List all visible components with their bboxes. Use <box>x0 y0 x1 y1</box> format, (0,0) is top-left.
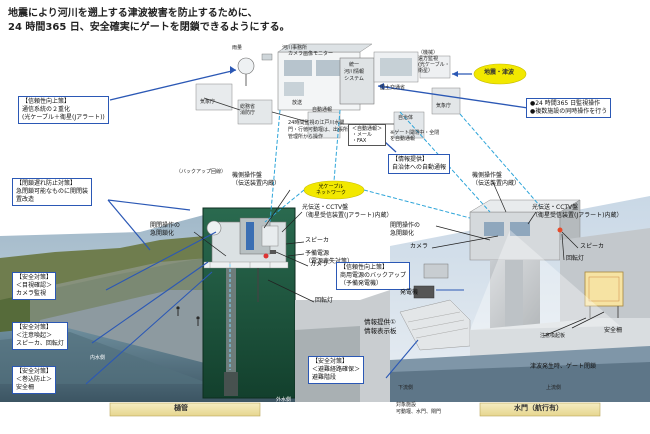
left-pointer-lines <box>85 189 315 385</box>
generator-label: 発電機 <box>400 289 419 296</box>
auto-report-box: ＜自動通報＞・メール・FAX <box>348 124 387 146</box>
inner-side-label: 内水側 <box>90 355 106 361</box>
target-facility-label: 対象施設可動堰、水門、閘門 <box>396 402 442 415</box>
notify-text: 24時間監視の江戸川水閘門・行徳可動堰は、出張所の管理所から操作 <box>288 120 354 140</box>
right-pointer-lines <box>385 179 605 379</box>
kisho-top-label: 気象庁 <box>436 103 452 109</box>
caution-board-label: 注意喚起板 <box>540 333 566 339</box>
right-rotlight-label: 回転灯 <box>566 255 585 262</box>
radar-label: 雨量 <box>232 45 243 51</box>
left-camera-label: カメラ <box>310 261 329 268</box>
left-quickclose-label: 開閉操作の急開鎖化 <box>150 222 181 237</box>
tsunami-label: 地震・津波 <box>484 69 515 76</box>
info-provision-box: 【情報提供】自治体への自動通報 <box>388 154 451 174</box>
jichitai-label: 自治体 <box>398 115 414 121</box>
tsunami-note-label: 津波発生時、ゲート閉鎖 <box>530 363 597 370</box>
outer-side-label: 外水側 <box>276 397 292 403</box>
office-label: 河川事務所 <box>282 45 308 51</box>
right-title: 水門（航行有） <box>514 404 563 412</box>
left-title: 樋管 <box>174 404 188 412</box>
safety-fence-box: 【安全対策】＜巻込防止＞安全柵 <box>12 366 57 394</box>
right-speaker-label: スピーカ <box>580 243 605 250</box>
safety-speaker-box: 【安全対策】＜注意喚起＞スピーカ、回転灯 <box>12 322 68 350</box>
evacuation-box: 【安全対策】＜避難経路確保＞避難階段 <box>308 356 365 384</box>
backup-line-label: （バックアップ回線） <box>176 169 227 175</box>
left-panel-label: 機側操作盤（伝送装置内蔵） <box>232 172 281 187</box>
right-camera-label: カメラ <box>410 243 429 250</box>
reliability-box: 【信頼性向上策】通信系統の２重化(光ケーブル＋衛星(Jアラート)) <box>18 96 109 124</box>
shobo-label: 総務省消防庁 <box>240 104 256 116</box>
system-label: 統一河川情報システム <box>344 62 365 82</box>
downstream-label: 下流側 <box>398 385 414 391</box>
kisho-left-label: 気象庁 <box>200 99 216 105</box>
network-diagram <box>107 43 541 251</box>
left-speaker-label: スピーカ <box>305 237 330 244</box>
safety-camera-box: 【安全対策】＜目視確認＞カメラ監視 <box>12 272 57 300</box>
header-line-1: 地震により河川を遡上する津波被害を防止するために、 <box>8 8 258 19</box>
kokudo-label: 国土交通省 <box>380 85 406 91</box>
broadcast-label: 放送 <box>292 100 303 106</box>
upstream-label: 上流側 <box>546 385 562 391</box>
power-backup-box: 【信頼性向上策】商用電源のバックアップ（予備発電機） <box>336 262 411 290</box>
right-quickclose-label: 開閉操作の急開鎖化 <box>390 222 421 237</box>
right-hikari-label: 光伝送・CCTV盤（衛星受信装置(Jアラート)内蔵） <box>532 204 623 219</box>
remote-label: （機械）遠方監視(光ケーブル・衛星） <box>418 50 450 74</box>
monitor-label: カメラ画像モニター <box>288 51 334 57</box>
header-line-2: 24 時間365 日、安全確実にゲートを閉鎖できるようにする。 <box>8 22 290 33</box>
safety-fence-label: 安全柵 <box>604 327 623 334</box>
monitoring-box: ●24 時間365 日監視操作●複数施設の同時操作を行う <box>526 98 612 118</box>
delay-prevention-box: 【閉鎖遅れ防止対策】急閉鎖可能なものに開閉装置改造 <box>12 178 93 206</box>
right-panel-label: 機側操作盤（伝送装置内蔵） <box>472 172 521 187</box>
left-scene <box>0 207 390 417</box>
jidou-label: 自動通報 <box>312 107 333 113</box>
jichitai-note: ※ゲート開閉中・全閉を自動通報 <box>390 130 440 142</box>
left-power-label: 予備電源（電源喪失対策） <box>305 250 354 265</box>
left-rotlight-label: 回転灯 <box>315 297 334 304</box>
right-scene <box>390 196 650 417</box>
left-hikari-label: 光伝送・CCTV盤（衛星受信装置(Jアラート)内蔵） <box>302 204 393 219</box>
network-label: 光ケーブルネットワーク <box>316 184 347 196</box>
